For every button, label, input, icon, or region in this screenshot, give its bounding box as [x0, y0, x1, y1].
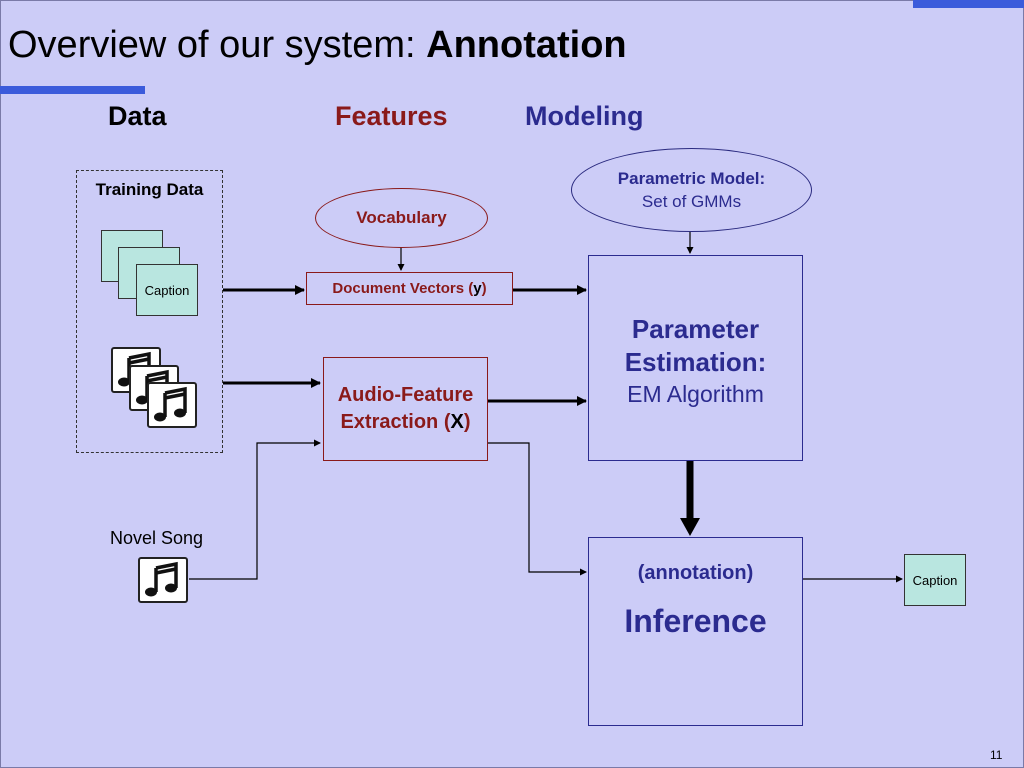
- document-vectors-label: Document Vectors (y): [332, 280, 486, 297]
- audio-feature-line1: Audio-Feature: [337, 384, 474, 406]
- column-heading-data: Data: [108, 101, 167, 131]
- page-number: 11: [990, 748, 1003, 762]
- audio-feature-extraction-text: Extraction (: [340, 411, 451, 433]
- audio-feature-extraction-box: Audio-Feature Extraction (X): [323, 357, 488, 461]
- arrow-novel-song-to-extraction: [189, 439, 321, 580]
- parameter-estimation-line1: Parameter: [631, 314, 760, 344]
- training-data-group: [76, 170, 223, 453]
- parameter-estimation-box: Parameter Estimation: EM Algorithm: [588, 255, 803, 461]
- inference-box: (annotation) Inference: [588, 537, 803, 726]
- audio-feature-paren: ): [463, 411, 471, 433]
- music-note-icon: [147, 382, 197, 428]
- slide-title-bold: Annotation: [426, 24, 627, 66]
- top-accent-bar: [913, 0, 1024, 8]
- arrow-estimation-to-inference-head: [680, 518, 700, 536]
- training-caption-label: Caption: [144, 282, 190, 298]
- audio-feature-variable: X: [450, 411, 464, 433]
- vocabulary-label: Vocabulary: [356, 208, 447, 227]
- inference-annotation-label: (annotation): [637, 562, 754, 584]
- novel-song-label: Novel Song: [110, 528, 204, 548]
- parametric-model-subtitle: Set of GMMs: [641, 192, 742, 211]
- arrow-extraction-to-inference: [487, 442, 587, 576]
- document-vectors-text: Document Vectors (: [332, 280, 474, 297]
- output-caption-label: Caption: [912, 572, 958, 588]
- vocabulary-ellipse: Vocabulary: [315, 188, 488, 248]
- audio-feature-line2: Extraction (X): [340, 409, 470, 436]
- training-caption-document: Caption: [136, 264, 198, 316]
- output-caption-document: Caption: [904, 554, 966, 606]
- parametric-model-title: Parametric Model:: [617, 169, 766, 188]
- document-vectors-paren: ): [481, 280, 487, 297]
- music-note-icon: [138, 557, 188, 603]
- parametric-model-ellipse: Parametric Model: Set of GMMs: [571, 148, 812, 232]
- slide-title-prefix: Overview of our system:: [8, 24, 427, 66]
- slide-title: Overview of our system: Annotation: [8, 24, 627, 67]
- parameter-estimation-line2: Estimation:: [624, 347, 767, 377]
- title-accent-bar: [0, 86, 145, 94]
- training-data-label: Training Data: [95, 180, 204, 199]
- document-vectors-box: Document Vectors (y): [306, 272, 513, 305]
- column-heading-features: Features: [335, 101, 448, 131]
- inference-title: Inference: [624, 603, 767, 639]
- document-vectors-variable: y: [473, 280, 482, 297]
- column-heading-modeling: Modeling: [525, 101, 644, 131]
- parameter-estimation-line3: EM Algorithm: [627, 381, 764, 407]
